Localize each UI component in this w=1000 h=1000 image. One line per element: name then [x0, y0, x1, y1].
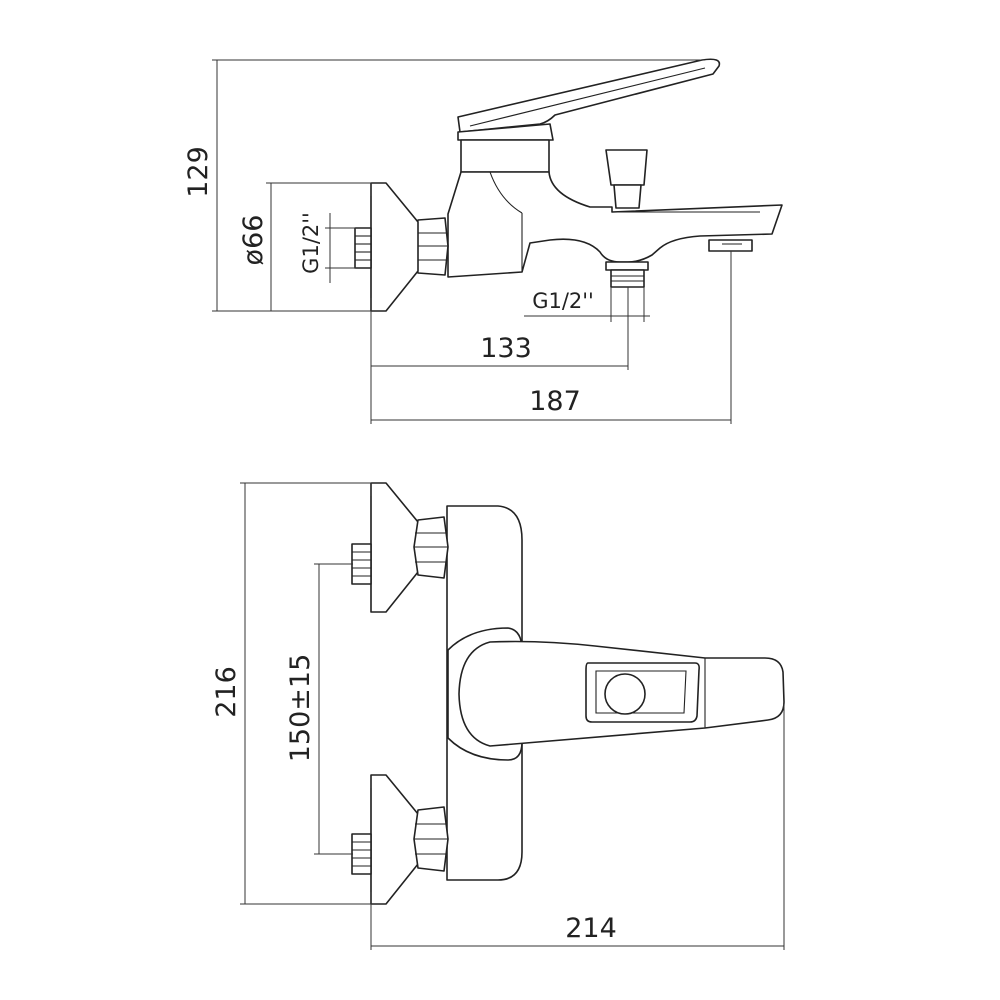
side-dimensions: [212, 59, 732, 424]
handle-edge: [469, 67, 706, 127]
spout-aerator: [708, 239, 753, 252]
dim-label-216: 216: [211, 666, 242, 718]
front-view: [351, 482, 785, 905]
dim-label-214: 214: [565, 913, 617, 944]
cartridge-housing: [460, 139, 550, 173]
hose-outlet: [605, 261, 649, 271]
diverter-inner: [595, 670, 687, 714]
bottom-eccentric-thread: [351, 833, 372, 875]
diverter-stem: [613, 184, 642, 209]
diverter-knob: [605, 149, 648, 186]
top-eccentric-thread: [351, 543, 372, 585]
dim-label-150: 150±15: [285, 654, 316, 763]
body-contour: [489, 171, 523, 214]
dim-label-inlet-thread: G1/2'': [299, 212, 323, 274]
diverter-knob-top: [604, 673, 646, 715]
hose-outlet-thread: [610, 269, 645, 288]
mixer-body: [447, 171, 783, 278]
dim-label-129: 129: [183, 146, 214, 198]
bottom-wall-flange: [370, 774, 419, 905]
front-dimensions: [240, 482, 785, 950]
wall-flange: [370, 182, 419, 312]
eccentric-thread: [354, 227, 372, 269]
top-wall-flange: [370, 482, 419, 613]
handle-cap: [457, 123, 554, 141]
dim-label-diameter: ø66: [238, 215, 269, 266]
dim-label-outlet-thread: G1/2'': [532, 289, 594, 313]
handle-lever: [457, 58, 721, 133]
dim-label-133: 133: [480, 333, 532, 364]
dim-label-187: 187: [529, 386, 581, 417]
side-view: [354, 58, 783, 312]
